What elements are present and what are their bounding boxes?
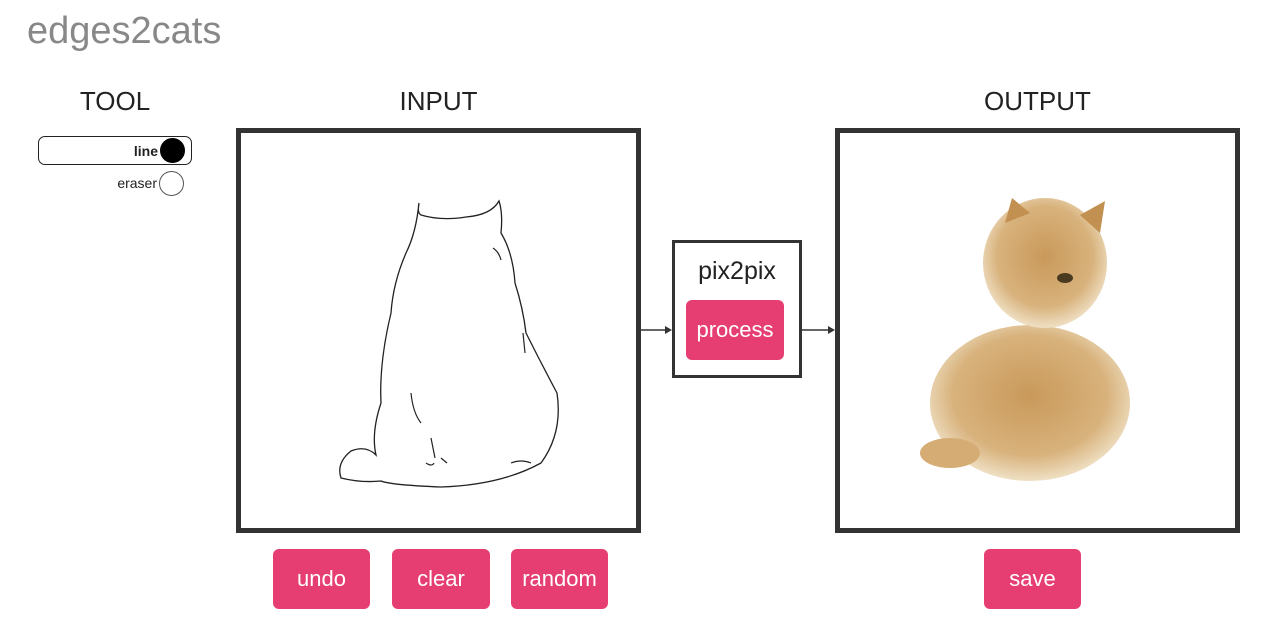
random-button[interactable]: random bbox=[511, 549, 608, 609]
generated-cat-image bbox=[920, 198, 1130, 481]
radio-selected-icon bbox=[160, 138, 185, 163]
input-heading: INPUT bbox=[399, 86, 478, 116]
tool-eraser-label: eraser bbox=[117, 175, 157, 191]
output-image bbox=[835, 128, 1240, 533]
flow-arrows bbox=[641, 326, 835, 334]
tool-heading: TOOL bbox=[79, 86, 151, 116]
process-button[interactable]: process bbox=[686, 300, 784, 360]
tool-option-line[interactable]: line bbox=[38, 136, 192, 165]
cat-sketch bbox=[339, 199, 559, 488]
input-canvas[interactable] bbox=[236, 128, 641, 533]
clear-button[interactable]: clear bbox=[392, 549, 490, 609]
save-button[interactable]: save bbox=[984, 549, 1081, 609]
model-box: pix2pix bbox=[672, 240, 802, 378]
undo-button[interactable]: undo bbox=[273, 549, 370, 609]
app-title: edges2cats bbox=[27, 10, 222, 52]
tool-line-label: line bbox=[133, 142, 158, 159]
radio-unselected-icon bbox=[159, 170, 184, 196]
tool-option-eraser[interactable]: eraser bbox=[38, 169, 184, 197]
output-heading: OUTPUT bbox=[984, 86, 1091, 116]
model-name: pix2pix bbox=[698, 257, 776, 285]
